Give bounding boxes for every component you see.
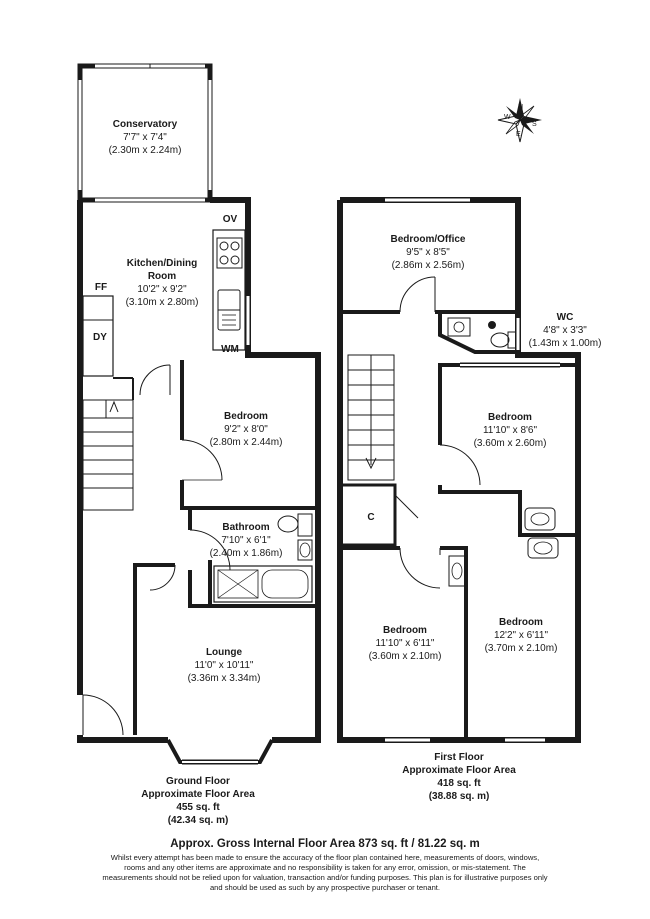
kitchen-metric: (3.10m x 2.80m): [126, 297, 199, 308]
ground-floor-area-label: Approximate Floor Area: [141, 789, 255, 800]
first-floor-title: First Floor: [434, 752, 484, 763]
first-floor-area-sqm: (38.88 sq. m): [429, 791, 490, 802]
bathroom-name: Bathroom: [222, 522, 269, 533]
tag-ov: OV: [223, 214, 238, 225]
kitchen-name-2: Room: [148, 271, 176, 282]
gross-floor-area: Approx. Gross Internal Floor Area 873 sq…: [170, 838, 480, 850]
ground-floor-area-sqft: 455 sq. ft: [176, 802, 220, 813]
bathroom-imperial: 7'10" x 6'1": [221, 535, 271, 546]
first-stairs: [347, 354, 395, 481]
ground-outer-walls: [77, 197, 321, 743]
bedroom-office-metric: (2.86m x 2.56m): [392, 260, 465, 271]
compass-w: W: [504, 114, 511, 121]
ground-floor-title: Ground Floor: [166, 776, 230, 787]
disclaimer-text: Whilst every attempt has been made to en…: [102, 853, 548, 892]
first-floor-area-sqft: 418 sq. ft: [437, 778, 481, 789]
ground-floor-plan: [76, 63, 321, 765]
kitchen-imperial: 10'2" x 9'2": [137, 284, 187, 295]
first-bedroom-right-metric: (3.60m x 2.60m): [474, 438, 547, 449]
first-bedroom-bl-imperial: 11'10" x 6'11": [376, 638, 435, 649]
first-bedroom-bl-metric: (3.60m x 2.10m): [369, 651, 442, 662]
ground-stairs: [82, 399, 134, 511]
bedroom-office-name: Bedroom/Office: [390, 234, 465, 245]
compass-e: E: [516, 131, 521, 138]
conservatory-name: Conservatory: [113, 119, 178, 130]
first-bedroom-br-metric: (3.70m x 2.10m): [485, 643, 558, 654]
first-floor-area-label: Approximate Floor Area: [402, 765, 516, 776]
compass-s: S: [532, 121, 537, 128]
lounge-metric: (3.36m x 3.34m): [188, 673, 261, 684]
bathroom-metric: (2.40m x 1.86m): [210, 548, 283, 559]
ground-bedroom-name: Bedroom: [224, 411, 268, 422]
first-floor-plan: [337, 197, 581, 743]
ground-bathroom-walls: [188, 508, 315, 608]
first-bedroom-br-imperial: 12'2" x 6'11": [494, 630, 549, 641]
ground-bedroom-metric: (2.80m x 2.44m): [210, 437, 283, 448]
ground-bedroom-imperial: 9'2" x 8'0": [224, 424, 268, 435]
first-bedroom-right-imperial: 11'10" x 8'6": [483, 425, 538, 436]
ground-floor-area-sqm: (42.34 sq. m): [168, 815, 229, 826]
lounge-name: Lounge: [206, 647, 243, 658]
tag-ff: FF: [95, 282, 107, 293]
lounge-bay-window: [166, 739, 274, 764]
tag-cupboard: C: [367, 512, 374, 523]
wc-name: WC: [557, 312, 574, 323]
first-bottom-bedroom-walls: [343, 546, 468, 738]
bedroom-office-imperial: 9'5" x 8'5": [406, 247, 450, 258]
wc-metric: (1.43m x 1.00m): [529, 338, 602, 349]
wc-imperial: 4'8" x 3'3": [543, 325, 587, 336]
tag-wm: WM: [221, 344, 239, 355]
first-right-bedroom-walls: [438, 363, 578, 537]
tag-dy: DY: [93, 332, 107, 343]
conservatory-walls: [77, 63, 213, 203]
lounge-imperial: 11'0" x 10'11": [195, 660, 254, 671]
compass-n: N: [518, 104, 523, 111]
first-bedroom-right-name: Bedroom: [488, 412, 532, 423]
conservatory-metric: (2.30m x 2.24m): [109, 145, 182, 156]
first-bedroom-br-name: Bedroom: [499, 617, 543, 628]
ground-bedroom-walls: [180, 360, 315, 510]
lounge-walls: [133, 563, 175, 735]
compass-rose-icon: N S W E: [497, 98, 542, 143]
first-bedroom-bl-name: Bedroom: [383, 625, 427, 636]
conservatory-imperial: 7'7" x 7'4": [123, 132, 167, 143]
kitchen-name-1: Kitchen/Dining: [127, 258, 198, 269]
first-outer-walls: [337, 197, 581, 743]
